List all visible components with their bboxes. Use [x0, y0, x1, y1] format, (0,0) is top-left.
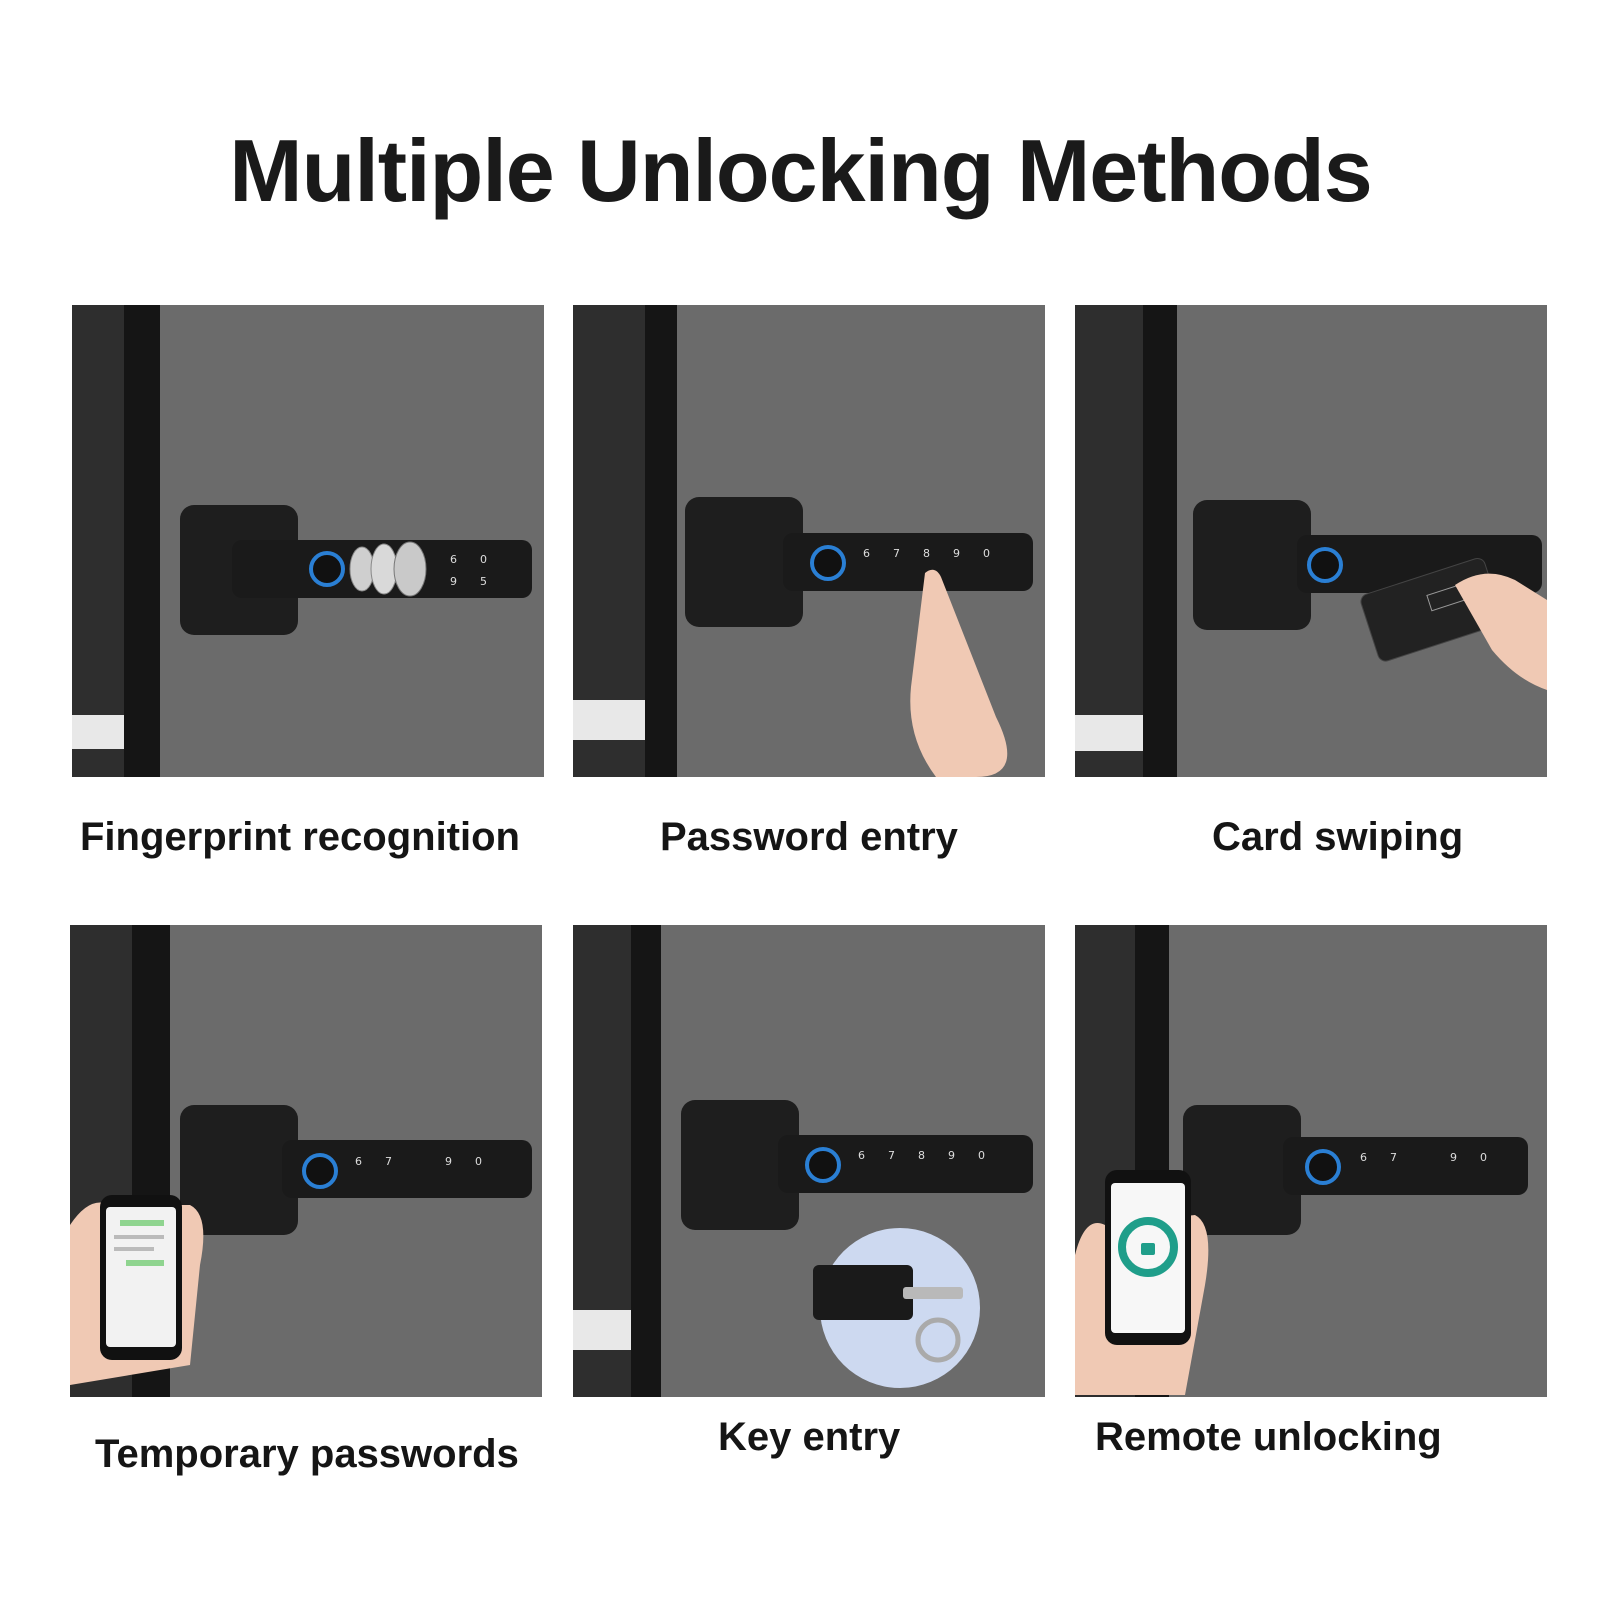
caption-password-entry: Password entry	[660, 815, 958, 859]
svg-text:0: 0	[983, 547, 990, 560]
svg-text:8: 8	[923, 547, 930, 560]
fingerprint-recognition-image: 6 9 0 5	[72, 305, 544, 777]
remote-unlocking-image: 6 7 9 0	[1075, 925, 1547, 1397]
svg-text:8: 8	[918, 1149, 925, 1162]
svg-text:7: 7	[893, 547, 900, 560]
svg-text:0: 0	[1480, 1151, 1487, 1164]
svg-text:7: 7	[1390, 1151, 1397, 1164]
page-title: Multiple Unlocking Methods	[229, 121, 1372, 220]
caption-key-entry: Key entry	[718, 1415, 901, 1459]
svg-text:9: 9	[948, 1149, 955, 1162]
svg-text:9: 9	[450, 575, 457, 588]
svg-text:7: 7	[888, 1149, 895, 1162]
caption-remote-unlocking: Remote unlocking	[1095, 1415, 1442, 1459]
caption-temporary-passwords: Temporary passwords	[95, 1432, 519, 1476]
svg-text:9: 9	[953, 547, 960, 560]
password-entry-image: 6 7 8 9 0	[573, 305, 1045, 777]
svg-text:6: 6	[1360, 1151, 1367, 1164]
svg-text:5: 5	[480, 575, 487, 588]
temporary-passwords-image: 6 7 9 0	[70, 925, 542, 1397]
svg-text:0: 0	[978, 1149, 985, 1162]
svg-text:6: 6	[355, 1155, 362, 1168]
svg-text:6: 6	[863, 547, 870, 560]
svg-text:0: 0	[480, 553, 487, 566]
svg-text:9: 9	[445, 1155, 452, 1168]
svg-text:6: 6	[450, 553, 457, 566]
card-swiping-image	[1075, 305, 1547, 777]
caption-fingerprint-recognition: Fingerprint recognition	[80, 815, 520, 859]
key-entry-image: 6 7 8 9 0	[573, 925, 1045, 1397]
svg-text:6: 6	[858, 1149, 865, 1162]
svg-text:0: 0	[475, 1155, 482, 1168]
svg-text:7: 7	[385, 1155, 392, 1168]
svg-text:9: 9	[1450, 1151, 1457, 1164]
caption-card-swiping: Card swiping	[1212, 815, 1464, 859]
